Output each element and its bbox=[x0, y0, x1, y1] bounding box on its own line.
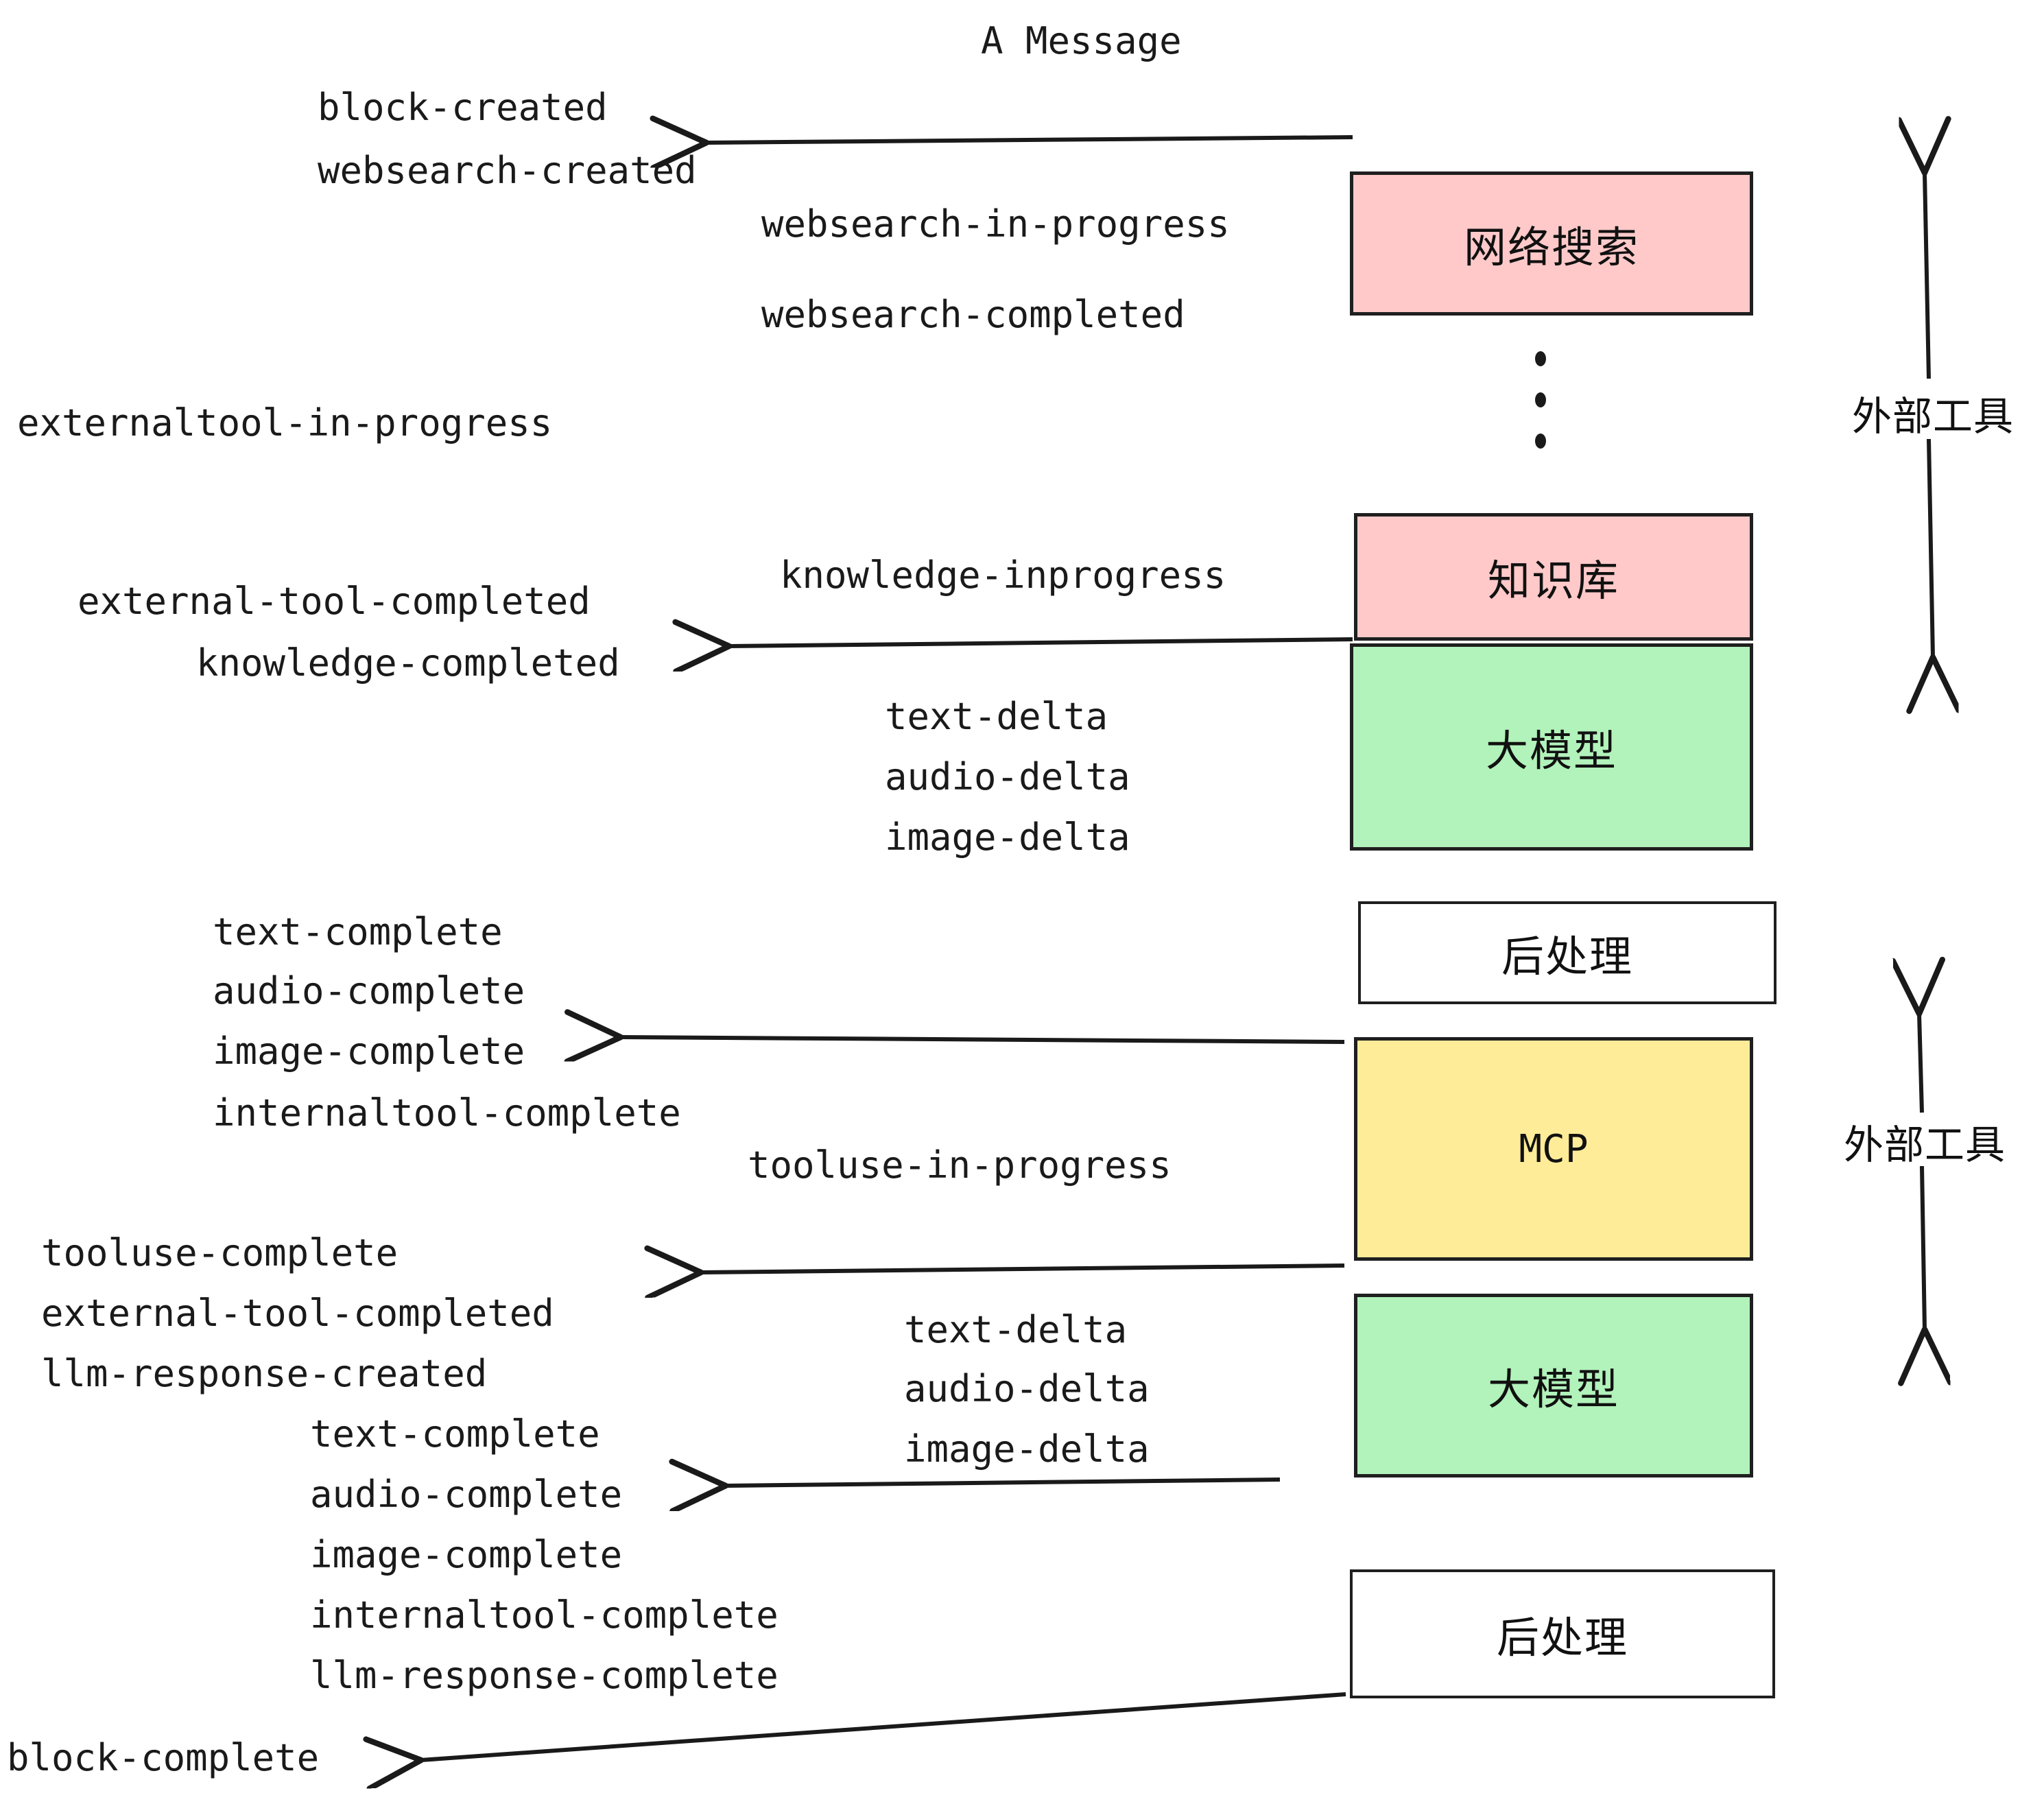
event-websearch-created: websearch-created bbox=[318, 149, 697, 192]
event-text-delta-second: text-delta bbox=[904, 1308, 1128, 1351]
event-llm-response-created: llm-response-created bbox=[41, 1352, 488, 1395]
event-text-delta-first: text-delta bbox=[885, 695, 1108, 738]
event-image-complete-second: image-complete bbox=[310, 1533, 623, 1576]
event-block-complete: block-complete bbox=[7, 1736, 320, 1779]
event-internaltool-complete-second: internaltool-complete bbox=[310, 1593, 779, 1637]
arrow-mcp-to-tooluse-complete bbox=[701, 1266, 1345, 1272]
event-websearch-in-progress: websearch-in-progress bbox=[761, 202, 1230, 246]
event-block-created: block-created bbox=[318, 86, 608, 129]
group-label-external-tools-bottom: 外部工具 bbox=[1844, 1121, 2006, 1168]
event-audio-complete-second: audio-complete bbox=[310, 1473, 623, 1516]
event-audio-delta-first: audio-delta bbox=[885, 755, 1130, 798]
arrow-postprocess-to-block-complete bbox=[421, 1692, 1346, 1760]
arrow-postprocess-to-image-complete bbox=[621, 1037, 1345, 1042]
node-llm-first[interactable]: 大模型 bbox=[1350, 643, 1753, 851]
external-tools-arrow-bottom-down bbox=[1922, 1165, 1925, 1329]
event-text-complete-second: text-complete bbox=[310, 1412, 600, 1456]
node-websearch[interactable]: 网络搜索 bbox=[1350, 171, 1753, 316]
external-tools-arrow-top-down bbox=[1929, 438, 1933, 657]
event-externaltool-in-progress: externaltool-in-progress bbox=[17, 401, 553, 444]
event-knowledge-inprogress: knowledge-inprogress bbox=[780, 554, 1226, 597]
node-llm-first-label: 大模型 bbox=[1485, 726, 1617, 776]
event-image-complete-first: image-complete bbox=[213, 1030, 525, 1073]
node-postprocess-second-label: 后处理 bbox=[1496, 1613, 1628, 1663]
event-tooluse-in-progress: tooluse-in-progress bbox=[748, 1143, 1172, 1187]
node-mcp[interactable]: MCP bbox=[1354, 1037, 1753, 1261]
node-postprocess-first-label: 后处理 bbox=[1501, 931, 1633, 982]
event-audio-delta-second: audio-delta bbox=[904, 1367, 1150, 1410]
arrow-websearch-to-created bbox=[706, 137, 1353, 143]
node-llm-second-label: 大模型 bbox=[1487, 1364, 1619, 1414]
event-image-delta-second: image-delta bbox=[904, 1427, 1150, 1471]
event-external-tool-completed-first: external-tool-completed bbox=[78, 580, 591, 623]
event-tooluse-complete: tooluse-complete bbox=[41, 1231, 399, 1274]
event-image-delta-first: image-delta bbox=[885, 816, 1130, 859]
external-tools-arrow-bottom-up bbox=[1919, 1014, 1922, 1113]
node-mcp-label: MCP bbox=[1519, 1126, 1589, 1172]
node-postprocess-second[interactable]: 后处理 bbox=[1350, 1569, 1775, 1698]
event-internaltool-complete-first: internaltool-complete bbox=[213, 1091, 681, 1135]
group-label-external-tools-top: 外部工具 bbox=[1852, 393, 2015, 440]
diagram-title: A Message bbox=[981, 19, 1182, 62]
node-knowledge-base[interactable]: 知识库 bbox=[1354, 513, 1753, 641]
event-knowledge-completed: knowledge-completed bbox=[196, 641, 620, 685]
event-websearch-completed: websearch-completed bbox=[761, 293, 1185, 336]
arrow-llm-to-audio-complete bbox=[726, 1480, 1281, 1486]
node-knowledge-base-label: 知识库 bbox=[1487, 556, 1619, 606]
event-audio-complete-first: audio-complete bbox=[213, 969, 525, 1012]
node-postprocess-first[interactable]: 后处理 bbox=[1358, 901, 1776, 1004]
event-external-tool-completed-second: external-tool-completed bbox=[41, 1292, 554, 1335]
external-tools-arrow-top-up bbox=[1925, 173, 1929, 379]
arrow-knowledge-to-completed bbox=[729, 639, 1353, 646]
event-text-complete-first: text-complete bbox=[213, 910, 503, 953]
event-llm-response-complete: llm-response-complete bbox=[310, 1654, 779, 1697]
vertical-ellipsis-icon bbox=[1535, 351, 1546, 449]
node-llm-second[interactable]: 大模型 bbox=[1354, 1294, 1753, 1477]
node-websearch-label: 网络搜索 bbox=[1463, 222, 1639, 272]
